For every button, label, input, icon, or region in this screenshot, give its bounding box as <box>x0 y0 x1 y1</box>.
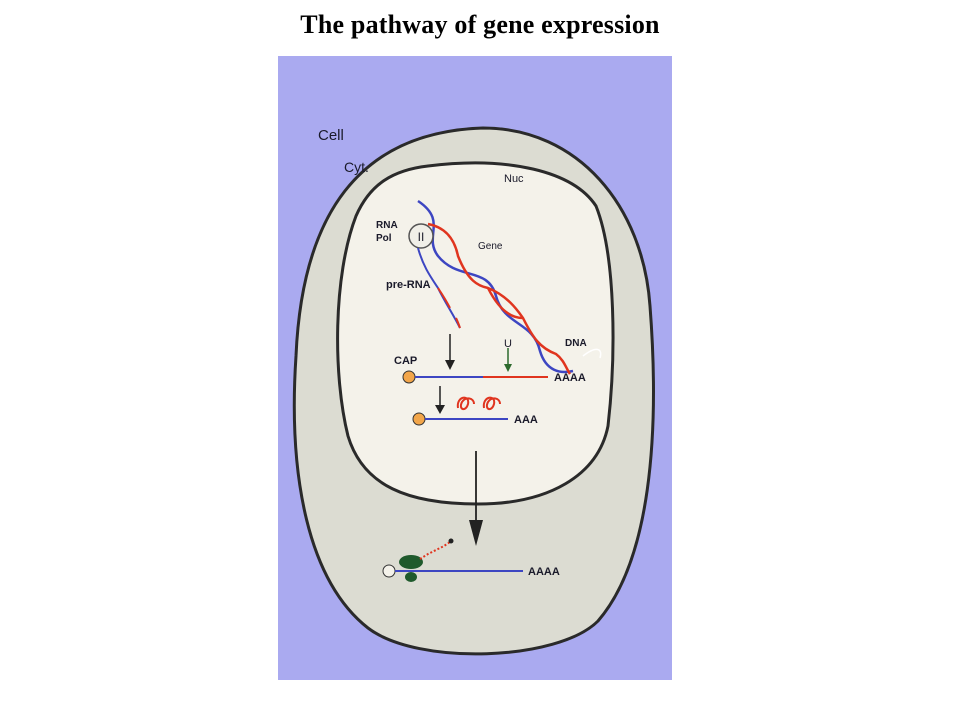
diagram-slide: Cell Cyt. Nuc II RNA Pol Gene pre-RNA DN… <box>278 56 672 680</box>
poly-a-short-label: AAA <box>514 414 538 426</box>
cap-circle-1 <box>402 370 416 384</box>
nucleus-envelope <box>336 161 615 506</box>
pre-rna-strand-red <box>437 287 451 309</box>
ribosome-small-subunit <box>405 572 417 582</box>
dna-tail <box>582 348 602 359</box>
gene-label: Gene <box>478 241 503 252</box>
rna-pol-label-line1: RNA <box>376 220 398 231</box>
cytoplasm-label: Cyt. <box>344 159 369 175</box>
rna-polymerase-circle <box>408 223 434 249</box>
export-arrowhead <box>469 520 483 546</box>
cap-circle-cyto <box>382 564 396 578</box>
gene-expression-diagram: Cell Cyt. Nuc II RNA Pol Gene pre-RNA DN… <box>278 56 672 680</box>
polypeptide-end <box>448 538 454 544</box>
u-label: U <box>504 338 512 350</box>
pre-rna-label: pre-RNA <box>386 279 431 291</box>
polymerase-symbol: II <box>418 230 425 244</box>
nucleus-label: Nuc <box>504 173 524 185</box>
rna-pol-label-line2: Pol <box>376 233 392 244</box>
intron-lariat-1 <box>456 396 475 410</box>
cell-label: Cell <box>318 127 344 144</box>
cap-circle-2 <box>412 412 426 426</box>
pre-rna-strand-red-2 <box>455 317 461 329</box>
intron-lariat-2 <box>482 396 501 410</box>
cap-label: CAP <box>394 355 417 367</box>
dna-strand-red-segment <box>486 287 524 320</box>
nascent-polypeptide <box>419 541 451 560</box>
dna-label: DNA <box>565 338 587 349</box>
poly-a-long-label: AAAA <box>554 372 586 384</box>
dna-strand-red <box>427 222 572 375</box>
processing-arrowhead <box>435 405 445 414</box>
poly-a-cyto-label: AAAA <box>528 566 560 578</box>
ribosome-large-subunit <box>399 555 423 569</box>
page-title: The pathway of gene expression <box>300 10 660 39</box>
splicing-arrowhead <box>445 360 455 370</box>
u-arrowhead <box>504 364 512 372</box>
